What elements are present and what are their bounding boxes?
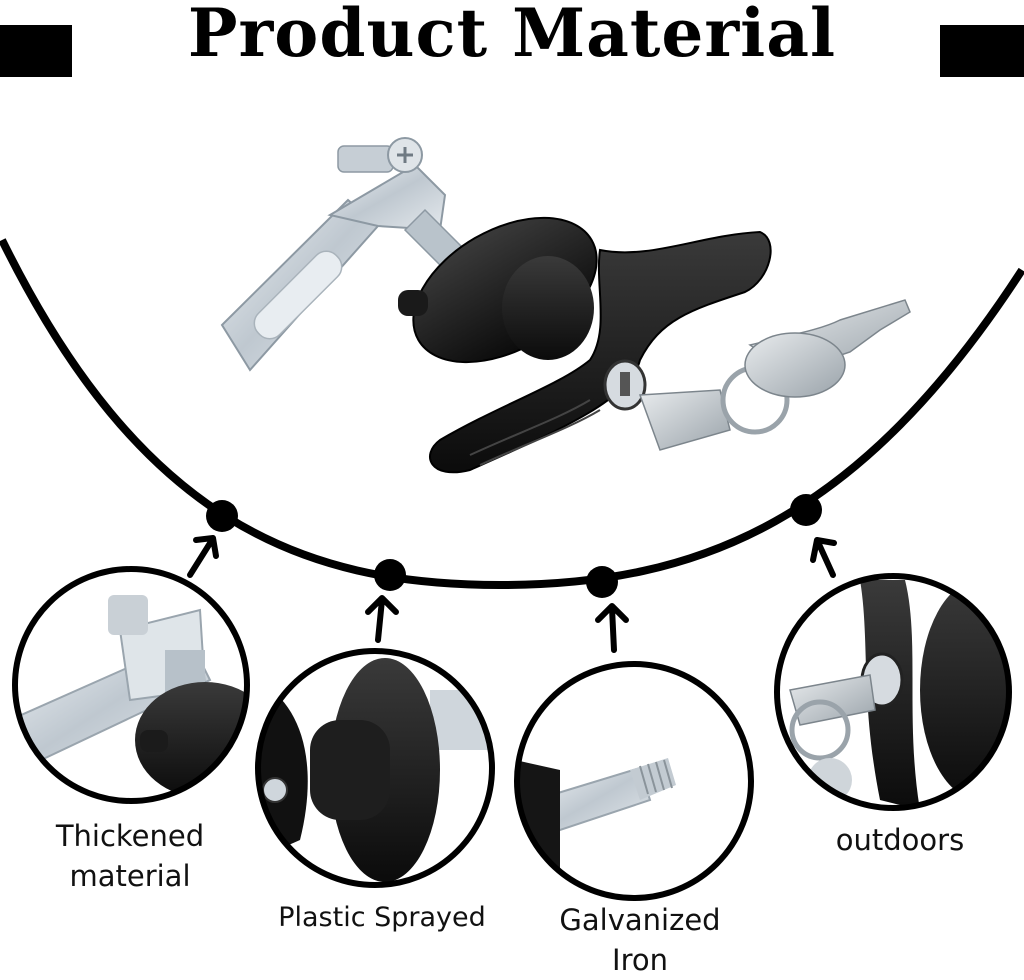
detail-plastic: [258, 651, 492, 885]
arc-dot-3: [586, 566, 618, 598]
arc-dot-4: [790, 494, 822, 526]
page-title: Product Material: [187, 0, 837, 72]
arc-dot-2: [374, 559, 406, 591]
label-outdoors: outdoors: [835, 823, 965, 857]
detail-thickened: [15, 569, 247, 801]
t-handle-lock: [220, 137, 911, 474]
detail-outdoors: [777, 576, 1009, 808]
label-thickened-material: Thickened material: [55, 819, 205, 893]
arc-dot-1: [206, 500, 238, 532]
label-plastic-sprayed: Plastic Sprayed: [278, 902, 486, 933]
arrow-icon: [187, 535, 837, 653]
detail-galvanized: [517, 664, 751, 898]
material-arc: [0, 238, 1024, 590]
title-left-bar: [0, 25, 72, 77]
title-right-bar: [940, 25, 1024, 77]
label-galvanized-iron: Galvanized Iron: [559, 903, 721, 977]
